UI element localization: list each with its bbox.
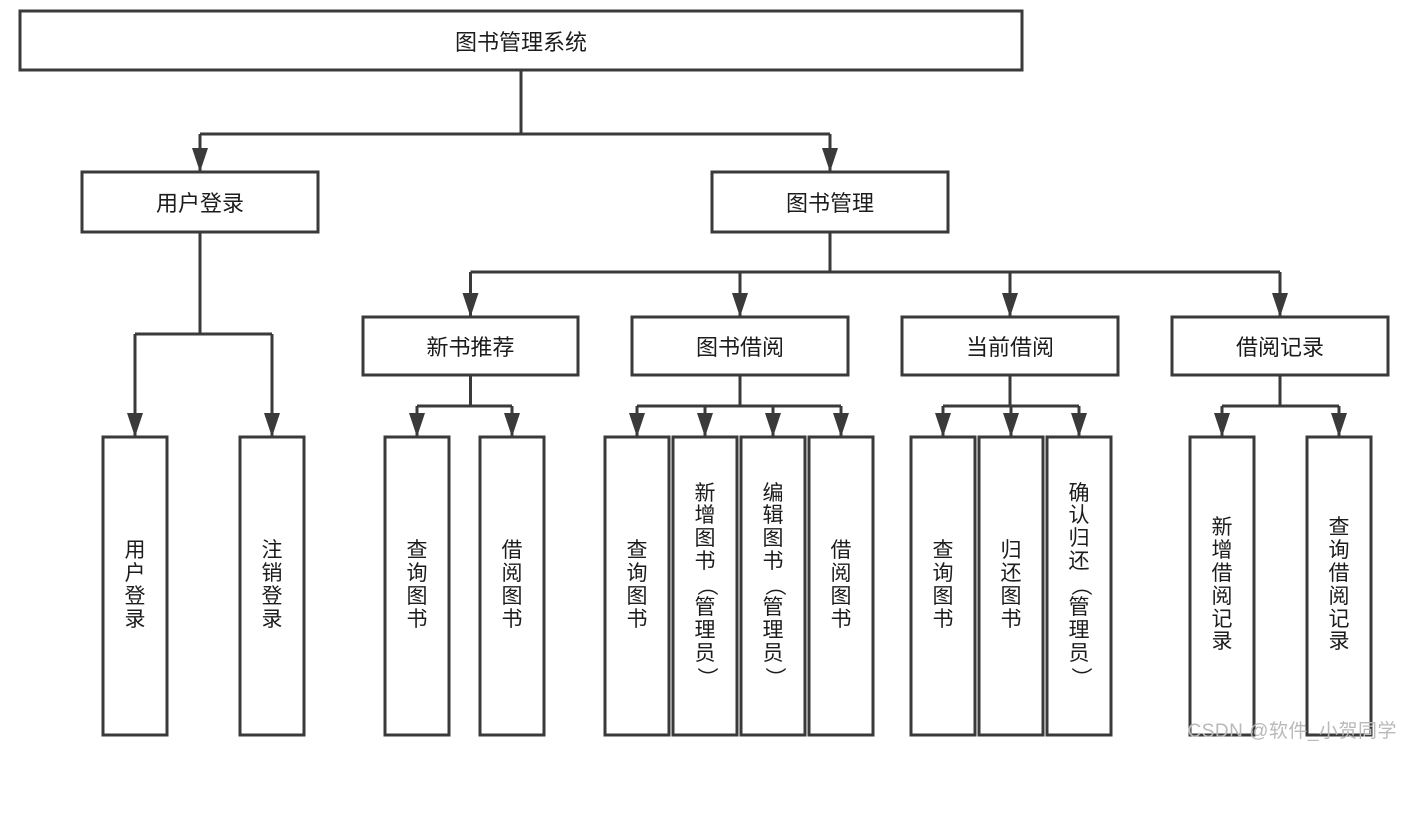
connector-arrowhead (629, 413, 645, 437)
connector-arrowhead (127, 413, 143, 437)
connector-arrowhead (1272, 293, 1288, 317)
connector-arrowhead (409, 413, 425, 437)
connector-arrowhead (1003, 413, 1019, 437)
node-box-leaf-confirm-return[interactable] (1045, 435, 1113, 737)
diagram-root: 图书管理系统用户登录图书管理新书推荐图书借阅当前借阅借阅记录用户登录注销登录查询… (18, 9, 1397, 742)
connector-arrowhead (765, 413, 781, 437)
node-box-current-borrow[interactable] (900, 315, 1120, 377)
connector-arrowhead (462, 293, 479, 317)
connector-arrowhead (1331, 413, 1347, 437)
node-box-book-manage[interactable] (710, 170, 950, 234)
node-box-leaf-query-book-3[interactable] (909, 435, 977, 737)
connector-arrowhead (192, 148, 208, 172)
node-box-leaf-add-book[interactable] (671, 435, 739, 737)
connector-arrowhead (1071, 413, 1087, 437)
node-box-leaf-query-book-2[interactable] (603, 435, 671, 737)
node-box-leaf-query-book-1[interactable] (383, 435, 451, 737)
node-box-leaf-user-login[interactable] (101, 435, 169, 737)
connector-arrowhead (697, 413, 713, 437)
node-box-leaf-edit-book[interactable] (739, 435, 807, 737)
node-box-leaf-borrow-book-2[interactable] (807, 435, 875, 737)
node-box-borrow-record[interactable] (1170, 315, 1390, 377)
connector-arrowhead (1002, 293, 1018, 317)
node-box-new-book-rec[interactable] (361, 315, 580, 377)
watermark: CSDN @软件_小贺同学 (1187, 721, 1397, 742)
node-box-leaf-logout[interactable] (238, 435, 306, 737)
node-box-book-borrow[interactable] (630, 315, 850, 377)
node-box-root[interactable] (18, 9, 1024, 72)
connector-layer (127, 70, 1347, 437)
connector-arrowhead (732, 293, 748, 317)
connector-arrowhead (822, 148, 838, 172)
connector-arrowhead (833, 413, 849, 437)
connector-arrowhead (1214, 413, 1230, 437)
node-box-leaf-borrow-book-1[interactable] (478, 435, 546, 737)
box-layer (18, 9, 1390, 737)
node-box-leaf-add-record[interactable] (1188, 435, 1256, 737)
connector-arrowhead (504, 413, 520, 437)
connector-arrowhead (264, 413, 280, 437)
connector-arrowhead (935, 413, 951, 437)
node-box-leaf-query-record[interactable] (1305, 435, 1373, 737)
node-box-user-login[interactable] (80, 170, 320, 234)
diagram-canvas (18, 9, 1390, 737)
node-box-leaf-return-book[interactable] (977, 435, 1045, 737)
